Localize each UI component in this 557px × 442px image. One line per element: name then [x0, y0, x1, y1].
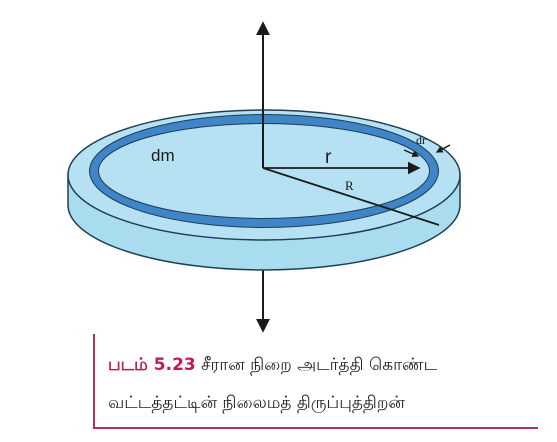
- figure-caption: படம் 5.23 சீரான நிறை அடர்த்தி கொண்ட வட்ட…: [93, 334, 538, 429]
- label-r: r: [325, 147, 332, 168]
- caption-line1: சீரான நிறை அடர்த்தி கொண்ட: [201, 355, 438, 375]
- label-dm: dm: [151, 146, 175, 165]
- dr-arrow-outer: [435, 144, 451, 153]
- figure-number: படம் 5.23: [108, 355, 196, 375]
- label-big-r: R: [345, 178, 354, 193]
- radius-big-r-line: [262, 167, 440, 226]
- label-dr: dr: [416, 133, 426, 147]
- disk-diagram: dm r R dr: [67, 21, 461, 333]
- caption-line2: வட்டத்தட்டின் நிலைமத் திருப்புத்திறன்: [108, 393, 405, 413]
- dr-arrow-inner: [403, 149, 420, 158]
